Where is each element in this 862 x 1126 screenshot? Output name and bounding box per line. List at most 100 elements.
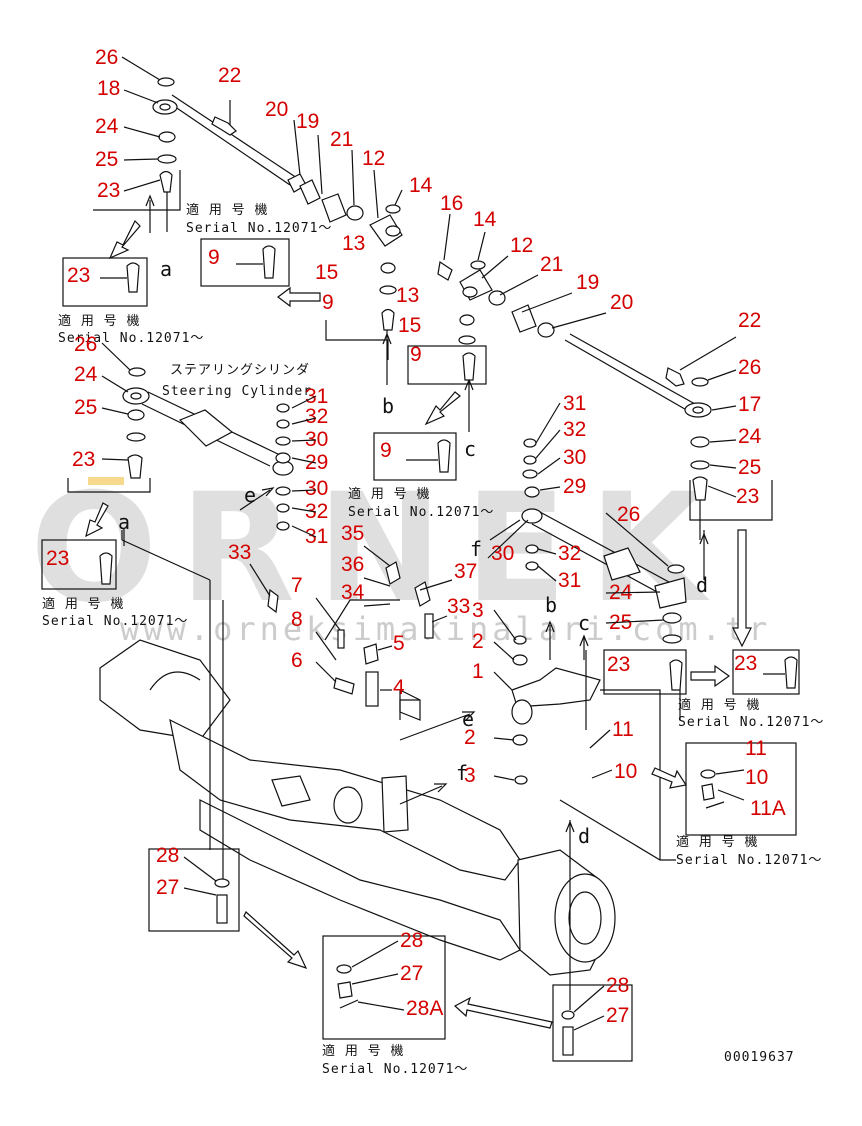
steering-cylinder-jp: ステアリングシリンダ [170,363,310,378]
callout-10: 10 [614,760,637,783]
right-ball-joint-stack [689,436,773,540]
callout-9: 9 [208,246,220,269]
callout-10b: 10 [745,766,768,789]
applicability-jp-1: 適 用 号 機 [186,202,268,218]
serial-no-4: Serial No.12071～ [42,614,188,629]
callout-15b: 15 [398,314,421,337]
serial-no-3: Serial No.12071～ [348,505,494,520]
applicability-jp-4: 適 用 号 機 [42,596,124,612]
callout-35: 35 [341,522,364,545]
callout-14: 14 [409,174,433,197]
ref-c-1: c [464,437,476,461]
ref-f-1: f [470,537,482,561]
callout-22: 22 [218,64,241,87]
upper-tie-rod-right [437,260,712,418]
right-cylinder [521,438,687,644]
text-labels: 適 用 号 機 Serial No.12071～ 適 用 号 機 Serial … [42,202,824,1077]
callout-37: 37 [454,560,477,583]
callout-26d: 26 [617,503,640,526]
callout-13b: 13 [396,284,419,307]
callout-11a: 11A [750,797,786,820]
callout-21b: 21 [540,253,563,276]
callout-2b: 2 [464,726,476,749]
callout-32c: 32 [305,500,328,523]
callout-8: 8 [291,608,303,631]
callout-27c: 27 [606,1004,629,1027]
callout-5: 5 [393,632,405,655]
drawing-number: 00019637 [724,1050,795,1065]
callout-24b: 24 [74,363,98,386]
ref-a-2: a [118,510,130,534]
callout-23e: 23 [46,547,69,570]
callout-26: 26 [95,46,118,69]
callout-23c: 23 [72,448,95,471]
callout-11b: 11 [745,737,767,760]
callout-15: 15 [315,261,338,284]
callout-27: 27 [156,876,179,899]
ref-f-2: f [456,761,468,785]
callout-25b: 25 [74,396,97,419]
callout-26b: 26 [74,333,97,356]
callout-30d: 30 [491,542,514,565]
applicability-jp-3: 適 用 号 機 [348,486,430,502]
callout-32: 32 [305,405,328,428]
callout-25c: 25 [738,456,761,479]
callout-21: 21 [330,128,353,151]
callout-33: 33 [228,541,251,564]
ref-c-2: c [578,611,590,635]
callout-9b: 9 [322,291,334,314]
front-axle [99,561,616,976]
arrows [85,194,752,1029]
inset-boxes [41,238,800,1062]
callout-24c: 24 [738,425,762,448]
callout-26c: 26 [738,356,761,379]
applicability-jp-2: 適 用 号 機 [58,313,140,329]
callout-33b: 33 [447,595,470,618]
callout-28: 28 [156,844,179,867]
serial-no-5: Serial No.12071～ [678,715,824,730]
watermark-url: www.orneksimakinalari.com.tr [120,610,771,648]
callout-32b: 32 [563,418,586,441]
callout-20: 20 [265,98,288,121]
applicability-jp-7: 適 用 号 機 [322,1043,404,1059]
ref-b-2: b [545,593,557,617]
serial-no-1: Serial No.12071～ [186,221,332,236]
ref-a-1: a [160,257,172,281]
callout-23f: 23 [607,653,630,676]
callout-31: 31 [305,385,328,408]
serial-no-2: Serial No.12071～ [58,331,204,346]
callout-28c: 28 [606,974,629,997]
callout-2: 2 [472,630,484,653]
callout-17: 17 [738,393,761,416]
callout-6: 6 [291,649,303,672]
callout-leaders [101,56,745,1031]
callout-11: 11 [612,718,634,741]
callout-14b: 14 [473,208,497,231]
callout-12: 12 [362,147,385,170]
callout-19b: 19 [576,271,599,294]
callout-18: 18 [97,77,120,100]
callout-29: 29 [305,451,328,474]
callout-23d: 23 [736,485,759,508]
ref-e-1: e [244,483,256,507]
callout-25: 25 [95,148,118,171]
callout-16: 16 [440,192,463,215]
inset-part-glyphs [99,245,798,1056]
callout-9c: 9 [410,343,422,366]
callout-31d: 31 [558,569,581,592]
callout-30: 30 [305,428,328,451]
callout-31b: 31 [563,392,586,415]
cylinder-small-parts-left [275,403,291,531]
left-ball-joint-stack [93,77,181,232]
callout-31c: 31 [305,525,328,548]
callout-23: 23 [97,179,120,202]
ref-d-2: d [578,824,590,848]
ref-b-1: b [382,394,394,418]
callout-28a: 28A [406,997,443,1020]
ref-d-1: d [696,573,708,597]
upper-tie-rod-left [152,94,403,247]
callout-36: 36 [341,553,364,576]
callout-20b: 20 [610,291,633,314]
